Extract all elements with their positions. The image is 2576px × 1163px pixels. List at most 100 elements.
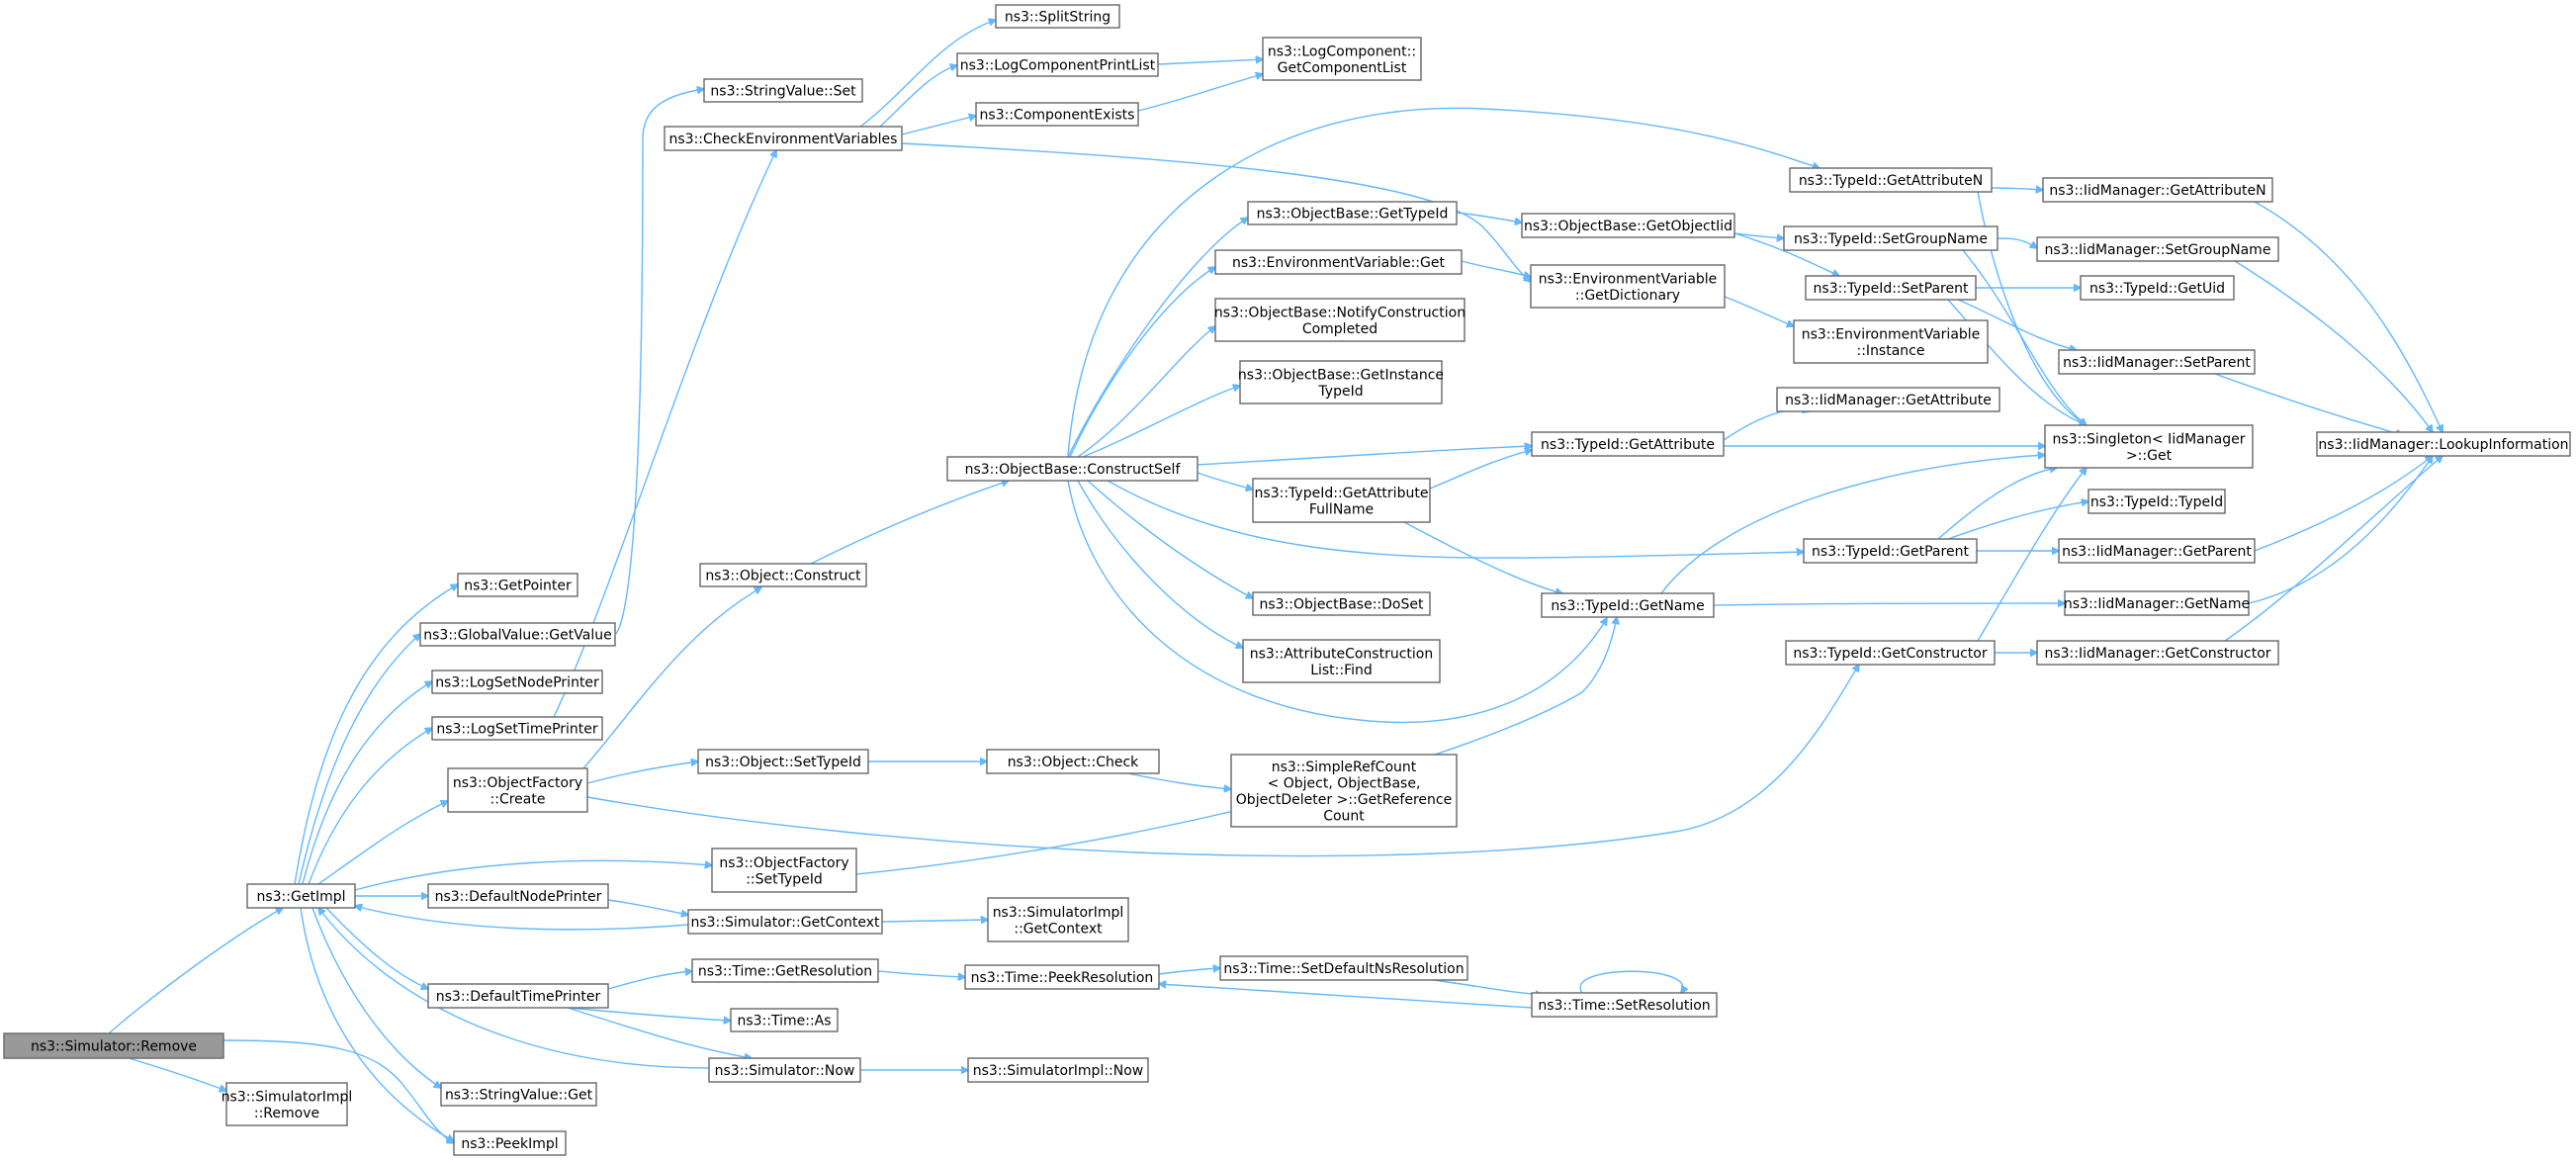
node-simimplgetcontext[interactable]: ns3::SimulatorImpl::GetContext [987,897,1129,942]
node-box[interactable] [946,456,1199,482]
node-ofsettypeid[interactable]: ns3::ObjectFactory::SetTypeId [711,848,857,893]
node-box[interactable] [1239,360,1443,404]
node-box[interactable] [2087,489,2226,514]
node-box[interactable] [1785,640,1996,666]
node-box[interactable] [2080,275,2235,301]
node-tsetparent[interactable]: ns3::TypeId::SetParent [1805,275,1977,301]
node-defnodeprinter[interactable]: ns3::DefaultNodePrinter [427,883,609,909]
node-box[interactable] [1530,264,1726,309]
node-box[interactable] [427,883,609,909]
node-iidgetattribute[interactable]: ns3::IidManager::GetAttribute [1776,387,2000,412]
node-box[interactable] [3,1032,224,1059]
node-iidgetname[interactable]: ns3::IidManager::GetName [2064,590,2250,616]
node-iidgetconstructor[interactable]: ns3::IidManager::GetConstructor [2036,640,2279,666]
node-getimpl[interactable]: ns3::GetImpl [246,883,356,909]
node-timesetres[interactable]: ns3::Time::SetResolution [1531,992,1718,1018]
node-tsetgroupname[interactable]: ns3::TypeId::SetGroupName [1783,225,1999,251]
node-deftimeprinter[interactable]: ns3::DefaultTimePrinter [427,983,609,1009]
node-box[interactable] [2036,640,2279,666]
node-envgetdict[interactable]: ns3::EnvironmentVariable::GetDictionary [1530,264,1726,309]
node-iidsetparent[interactable]: ns3::IidManager::SetParent [2058,349,2256,375]
node-box[interactable] [2044,424,2254,469]
node-box[interactable] [1531,992,1718,1018]
node-tgetparent[interactable]: ns3::TypeId::GetParent [1803,538,1978,564]
node-gvgetvalue[interactable]: ns3::GlobalValue::GetValue [419,622,616,647]
node-box[interactable] [1803,538,1978,564]
node-box[interactable] [246,883,356,909]
node-notifyconstruction[interactable]: ns3::ObjectBase::NotifyConstructionCompl… [1214,298,1466,342]
node-box[interactable] [687,909,883,935]
node-box[interactable] [1252,591,1431,616]
node-peekimpl[interactable]: ns3::PeekImpl [453,1130,567,1156]
node-compexists[interactable]: ns3::ComponentExists [975,102,1139,127]
node-box[interactable] [664,126,903,151]
node-box[interactable] [1531,431,1725,457]
node-envget[interactable]: ns3::EnvironmentVariable::Get [1214,249,1463,275]
node-checkenv[interactable]: ns3::CheckEnvironmentVariables [664,126,903,151]
node-box[interactable] [1219,955,1468,981]
node-lognodeprinter[interactable]: ns3::LogSetNodePrinter [431,670,603,694]
node-box[interactable] [427,983,609,1009]
node-box[interactable] [2064,590,2250,616]
node-box[interactable] [1230,754,1458,828]
node-box[interactable] [1247,201,1458,225]
node-box[interactable] [967,1057,1149,1083]
node-box[interactable] [711,848,857,893]
node-box[interactable] [703,78,863,103]
node-box[interactable] [2058,538,2256,564]
node-box[interactable] [708,1057,861,1083]
node-box[interactable] [1214,249,1463,275]
node-box[interactable] [1541,592,1715,618]
node-singletonget[interactable]: ns3::Singleton< IidManager>::Get [2044,424,2254,469]
node-simgetcontext[interactable]: ns3::Simulator::GetContext [687,909,883,935]
node-box[interactable] [730,1008,839,1032]
node-simimplremove[interactable]: ns3::SimulatorImpl::Remove [222,1082,353,1126]
node-iidgetparent[interactable]: ns3::IidManager::GetParent [2058,538,2256,564]
node-box[interactable] [2316,431,2571,457]
node-box[interactable] [956,52,1159,77]
node-box[interactable] [225,1082,348,1126]
node-tgetname[interactable]: ns3::TypeId::GetName [1541,592,1715,618]
node-box[interactable] [964,964,1160,990]
node-box[interactable] [440,1082,597,1107]
node-box[interactable] [2042,177,2273,203]
node-box[interactable] [1252,478,1431,523]
node-box[interactable] [1214,298,1466,342]
node-svset[interactable]: ns3::StringValue::Set [703,78,863,103]
node-iidgetattrn[interactable]: ns3::IidManager::GetAttributeN [2042,177,2273,203]
node-box[interactable] [975,102,1139,127]
node-getcomplist[interactable]: ns3::LogComponent::GetComponentList [1262,37,1422,81]
node-tgetattrn[interactable]: ns3::TypeId::GetAttributeN [1789,167,1993,193]
node-doset[interactable]: ns3::ObjectBase::DoSet [1252,591,1431,616]
node-box[interactable] [453,1130,567,1156]
node-box[interactable] [1783,225,1999,251]
node-simnow[interactable]: ns3::Simulator::Now [708,1057,861,1083]
node-box[interactable] [2036,236,2279,262]
node-tgetuid[interactable]: ns3::TypeId::GetUid [2080,275,2235,301]
node-box[interactable] [447,767,588,813]
node-box[interactable] [1262,37,1422,81]
node-box[interactable] [699,563,867,587]
node-timegetres[interactable]: ns3::Time::GetResolution [691,958,879,983]
node-remove[interactable]: ns3::Simulator::Remove [3,1032,224,1059]
node-box[interactable] [986,749,1160,774]
node-box[interactable] [419,622,616,647]
node-iidsetgroupname[interactable]: ns3::IidManager::SetGroupName [2036,236,2279,262]
node-box[interactable] [431,670,603,694]
node-box[interactable] [457,573,578,597]
node-obgettypeid[interactable]: ns3::ObjectBase::GetTypeId [1247,201,1458,225]
node-box[interactable] [2058,349,2256,375]
node-setdefaultnsres[interactable]: ns3::Time::SetDefaultNsResolution [1219,955,1468,981]
node-envinstance[interactable]: ns3::EnvironmentVariable::Instance [1793,319,1989,364]
node-refcount[interactable]: ns3::SimpleRefCount< Object, ObjectBase,… [1230,754,1458,828]
node-ttypeid[interactable]: ns3::TypeId::TypeId [2087,489,2226,514]
node-splitstring[interactable]: ns3::SplitString [995,4,1120,29]
node-iidlookup[interactable]: ns3::IidManager::LookupInformation [2316,431,2571,457]
node-getpointer[interactable]: ns3::GetPointer [457,573,578,597]
node-box[interactable] [995,4,1120,29]
node-box[interactable] [431,716,603,741]
node-box[interactable] [697,749,869,774]
